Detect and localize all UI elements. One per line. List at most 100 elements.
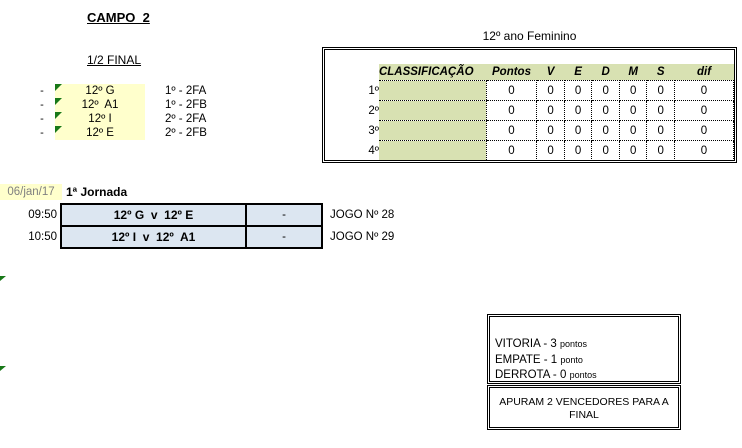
v-cell[interactable]: 0 <box>536 100 565 121</box>
seed-dash: - <box>40 127 44 139</box>
s-cell[interactable]: 0 <box>646 120 675 141</box>
dif-cell[interactable]: 0 <box>674 100 734 121</box>
m-cell[interactable]: 0 <box>618 120 648 141</box>
rank-label: 1º <box>368 84 379 97</box>
s-cell[interactable]: 0 <box>646 140 675 161</box>
header-pontos: Pontos <box>486 64 537 81</box>
rule-unit: ponto <box>560 354 583 365</box>
team-name: 12º I <box>88 113 112 125</box>
header-d: D <box>591 64 620 81</box>
pontos-cell[interactable]: 0 <box>485 100 538 121</box>
rank-label: 3º <box>368 124 379 137</box>
qualification-note-box: APURAM 2 VENCEDORES PARA A FINAL <box>487 385 681 430</box>
comment-indicator-icon <box>55 84 62 91</box>
d-cell[interactable]: 0 <box>591 100 620 121</box>
team-name: 12º G <box>85 85 115 97</box>
team-cell[interactable]: 12º G <box>55 84 145 98</box>
seed-row: - 12º E 2º - 2FB <box>0 126 260 140</box>
header-m: M <box>619 64 647 81</box>
match-cell[interactable]: 12º I v 12º A1 <box>60 225 247 249</box>
classification-title: 12º ano Feminino <box>482 29 577 43</box>
rule-derrota: DERROTA - 0 pontos <box>495 368 678 384</box>
d-cell[interactable]: 0 <box>591 140 620 161</box>
e-cell[interactable]: 0 <box>563 140 593 161</box>
rank-label: 2º <box>368 104 379 117</box>
seed-origin-label: 1º - 2FB <box>165 99 207 111</box>
dif-cell[interactable]: 0 <box>674 80 734 101</box>
jornada-title: 1ª Jornada <box>66 185 128 199</box>
m-cell[interactable]: 0 <box>618 100 648 121</box>
classification-row: 3º 0 0 0 0 0 0 0 <box>325 120 734 141</box>
team-cell[interactable]: 12º E <box>55 126 145 140</box>
m-cell[interactable]: 0 <box>618 80 648 101</box>
game-time: 10:50 <box>28 231 57 243</box>
scoring-rules-box: VITORIA - 3 pontos EMPATE - 1 ponto DERR… <box>487 314 681 384</box>
seed-origin-label: 2º - 2FA <box>165 113 207 125</box>
rank-label: 4º <box>368 144 379 157</box>
game-time: 09:50 <box>28 209 57 221</box>
s-cell[interactable]: 0 <box>646 80 675 101</box>
seed-dash: - <box>40 85 44 97</box>
seed-origin-label: 1º - 2FA <box>165 85 207 97</box>
rule-text: EMPATE - 1 <box>495 353 561 366</box>
team-cell[interactable]: 12º I <box>55 112 145 126</box>
score-cell[interactable]: - <box>245 225 323 249</box>
header-s: S <box>646 64 675 81</box>
rule-unit: pontos <box>569 370 597 380</box>
header-v: V <box>536 64 565 81</box>
e-cell[interactable]: 0 <box>563 80 593 101</box>
header-e: E <box>564 64 592 81</box>
match-cell[interactable]: 12º G v 12º E <box>60 203 247 227</box>
v-cell[interactable]: 0 <box>536 80 565 101</box>
seed-row: - 12º G 1º - 2FA <box>0 84 260 98</box>
classification-name-cell[interactable] <box>378 120 487 141</box>
classification-row: 4º 0 0 0 0 0 0 0 <box>325 140 734 161</box>
comment-indicator-icon <box>0 276 6 281</box>
comment-indicator-icon <box>55 112 62 119</box>
d-cell[interactable]: 0 <box>591 80 620 101</box>
e-cell[interactable]: 0 <box>563 120 593 141</box>
pontos-cell[interactable]: 0 <box>485 140 538 161</box>
dif-cell[interactable]: 0 <box>674 120 734 141</box>
classification-name-cell[interactable] <box>378 100 487 121</box>
comment-indicator-icon <box>0 366 6 371</box>
date-cell[interactable]: 06/jan/17 <box>0 184 62 200</box>
game-number-label: JOGO Nº 29 <box>330 231 395 243</box>
note-line-2: FINAL <box>569 409 599 421</box>
s-cell[interactable]: 0 <box>646 100 675 121</box>
classification-row: 2º 0 0 0 0 0 0 0 <box>325 100 734 121</box>
classification-header-row: CLASSIFICAÇÃO Pontos V E D M S dif <box>325 64 734 81</box>
e-cell[interactable]: 0 <box>563 100 593 121</box>
seed-row: - 12º I 2º - 2FA <box>0 112 260 126</box>
team-cell[interactable]: 12º A1 <box>55 98 145 112</box>
header-classificacao: CLASSIFICAÇÃO <box>378 64 487 81</box>
rule-unit: pontos <box>559 339 588 349</box>
rule-text: DERROTA - 0 <box>495 369 570 381</box>
semifinal-label: 1/2 FINAL <box>87 53 142 67</box>
dif-cell[interactable]: 0 <box>674 140 734 161</box>
rule-empate: EMPATE - 1 ponto <box>495 353 678 369</box>
team-name: 12º E <box>86 127 114 139</box>
classification-table: CLASSIFICAÇÃO Pontos V E D M S dif 1º 0 … <box>325 64 734 161</box>
v-cell[interactable]: 0 <box>536 140 565 161</box>
v-cell[interactable]: 0 <box>536 120 565 141</box>
seed-row: - 12º A1 1º - 2FB <box>0 98 260 112</box>
comment-indicator-icon <box>55 98 62 105</box>
classification-name-cell[interactable] <box>378 80 487 101</box>
game-number-label: JOGO Nº 28 <box>330 209 395 221</box>
rule-vitoria: VITORIA - 3 pontos <box>495 337 678 353</box>
m-cell[interactable]: 0 <box>618 140 648 161</box>
seed-origin-label: 2º - 2FB <box>165 127 207 139</box>
pontos-cell[interactable]: 0 <box>485 120 538 141</box>
seed-dash: - <box>40 113 44 125</box>
classification-row: 1º 0 0 0 0 0 0 0 <box>325 80 734 101</box>
classification-box: CLASSIFICAÇÃO Pontos V E D M S dif 1º 0 … <box>322 47 737 163</box>
d-cell[interactable]: 0 <box>591 120 620 141</box>
header-dif: dif <box>674 64 734 81</box>
comment-indicator-icon <box>55 126 62 133</box>
classification-name-cell[interactable] <box>378 140 487 161</box>
score-cell[interactable]: - <box>245 203 323 227</box>
pontos-cell[interactable]: 0 <box>485 80 538 101</box>
campo-title: CAMPO 2 <box>87 10 150 25</box>
